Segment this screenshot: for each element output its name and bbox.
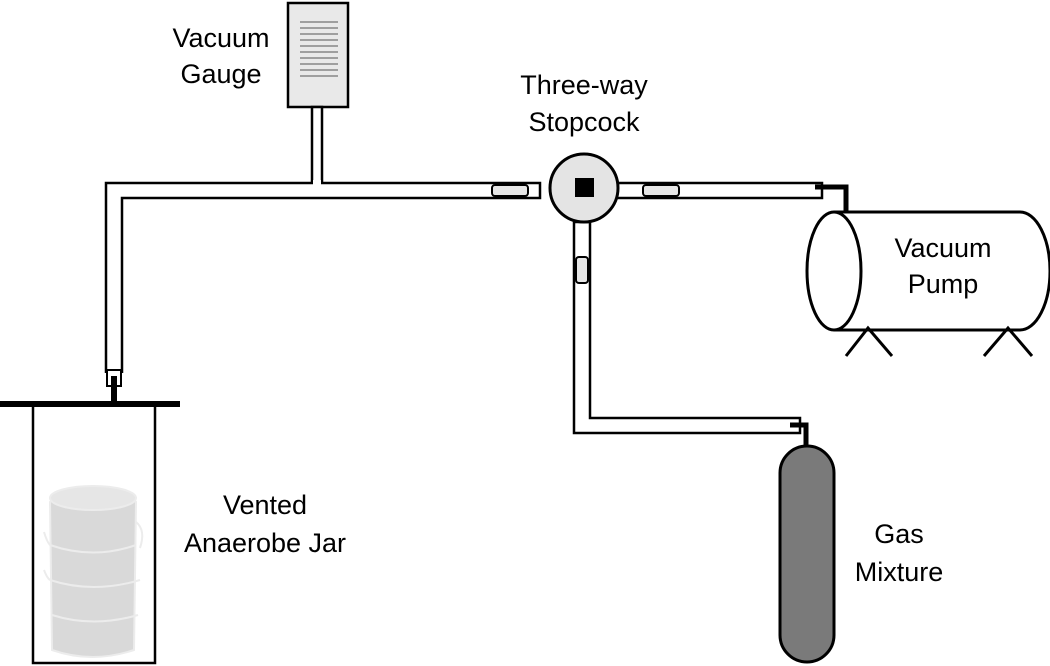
tube-connector <box>491 184 529 197</box>
three-way-stopcock <box>548 152 620 224</box>
gas-cylinder <box>778 444 836 664</box>
jar-label-line2: Anaerobe Jar <box>184 528 346 558</box>
vacuum-gauge <box>286 1 350 185</box>
vacuum-gauge-label-line2: Gauge <box>180 59 261 89</box>
vacuum-pump-label-line1: Vacuum <box>894 233 991 263</box>
gas-label-line2: Mixture <box>855 557 944 587</box>
stopcock-label-line2: Stopcock <box>528 107 640 137</box>
tubing-gas <box>572 220 802 435</box>
anaerobe-jar <box>0 401 180 665</box>
tubing-main <box>104 181 542 373</box>
tube-connector <box>642 184 680 197</box>
vacuum-gauge-label-line1: Vacuum <box>172 23 269 53</box>
vacuum-pump <box>805 210 1050 357</box>
gas-label-line1: Gas <box>874 519 924 549</box>
tube-connector <box>575 256 589 284</box>
vacuum-pump-label-line2: Pump <box>908 269 979 299</box>
stopcock-label-line1: Three-way <box>520 70 648 100</box>
plate-stack <box>43 485 144 658</box>
jar-label-line1: Vented <box>223 490 307 520</box>
